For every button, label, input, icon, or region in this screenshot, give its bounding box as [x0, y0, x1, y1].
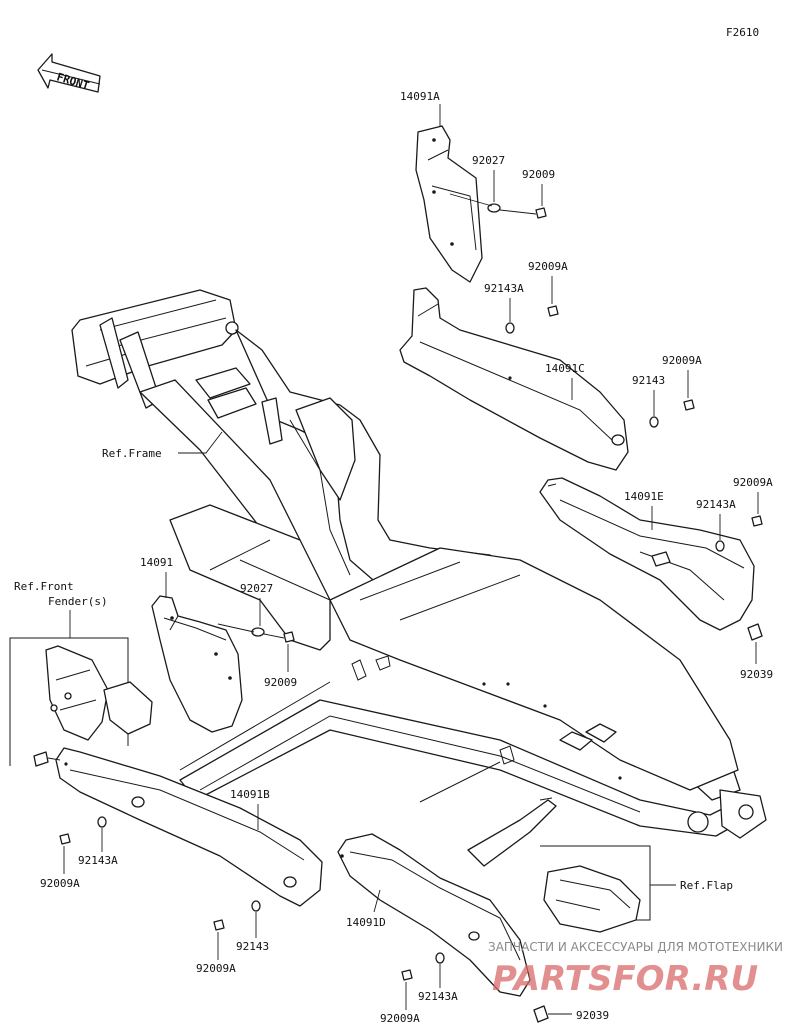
ref-front-fender-label-2: Fender(s) — [48, 595, 108, 608]
label-92009A-2: 92009A — [662, 354, 702, 367]
label-14091A: 14091A — [400, 90, 440, 103]
screw-92009A-6 — [401, 969, 413, 981]
ref-flap-label: Ref.Flap — [680, 879, 733, 892]
label-14091C: 14091C — [545, 362, 585, 375]
ref-frame-label: Ref.Frame — [102, 447, 162, 460]
screw-92009-mid — [283, 631, 295, 643]
label-14091E: 14091E — [624, 490, 664, 503]
grommet-92143-1 — [649, 416, 659, 428]
label-92009A-6: 92009A — [380, 1012, 420, 1025]
screw-92009-top — [535, 207, 547, 219]
part-14091E — [539, 477, 755, 631]
part-14091D — [337, 833, 531, 997]
frame — [71, 289, 767, 839]
ref-frame-leader — [178, 431, 223, 454]
watermark-brand: PARTSFOR.RU — [492, 959, 758, 999]
label-14091B: 14091B — [230, 788, 270, 801]
screw-92009A-2 — [683, 399, 695, 411]
label-92009-top: 92009 — [522, 168, 555, 181]
ref-flap — [467, 797, 651, 933]
grommet-92143A-1 — [505, 322, 515, 334]
watermark-tagline: ЗАПЧАСТИ И АКСЕССУАРЫ ДЛЯ МОТОТЕХНИКИ — [488, 940, 783, 954]
grommet-92143A-2 — [715, 540, 725, 552]
label-92009A-1: 92009A — [528, 260, 568, 273]
part-14091A — [415, 125, 483, 283]
part-14091B — [55, 747, 323, 907]
label-92143A-3: 92143A — [78, 854, 118, 867]
label-92009A-5: 92009A — [196, 962, 236, 975]
label-92009-mid: 92009 — [264, 676, 297, 689]
label-92039-2: 92039 — [576, 1009, 609, 1022]
label-92027-top: 92027 — [472, 154, 505, 167]
label-92009A-3: 92009A — [733, 476, 773, 489]
part-14091 — [151, 595, 243, 733]
grommet-92143A-4 — [435, 952, 445, 964]
label-92143A-1: 92143A — [484, 282, 524, 295]
screw-92009A-5 — [213, 919, 225, 931]
label-92009A-4: 92009A — [40, 877, 80, 890]
label-92027-mid: 92027 — [240, 582, 273, 595]
ref-front-fender-label-1: Ref.Front — [14, 580, 74, 593]
label-14091D: 14091D — [346, 916, 386, 929]
label-92143-1: 92143 — [632, 374, 665, 387]
bolt-front-fender — [33, 751, 49, 767]
grommet-92143A-3 — [97, 816, 107, 828]
screw-92009A-4 — [59, 833, 71, 845]
label-14091: 14091 — [140, 556, 173, 569]
ref-front-fender — [9, 637, 153, 766]
bolt-92039-2 — [533, 1005, 549, 1023]
label-92039-1: 92039 — [740, 668, 773, 681]
label-92143A-2: 92143A — [696, 498, 736, 511]
grommet-92143-2 — [251, 900, 261, 912]
part-14091C — [399, 287, 629, 471]
figure-code: F2610 — [726, 26, 759, 39]
label-92143-2: 92143 — [236, 940, 269, 953]
front-arrow-icon: FRONT — [37, 53, 101, 93]
label-92143A-4: 92143A — [418, 990, 458, 1003]
screw-92009A-1 — [547, 305, 559, 317]
bolt-92039-1 — [747, 623, 763, 641]
screw-92009A-3 — [751, 515, 763, 527]
